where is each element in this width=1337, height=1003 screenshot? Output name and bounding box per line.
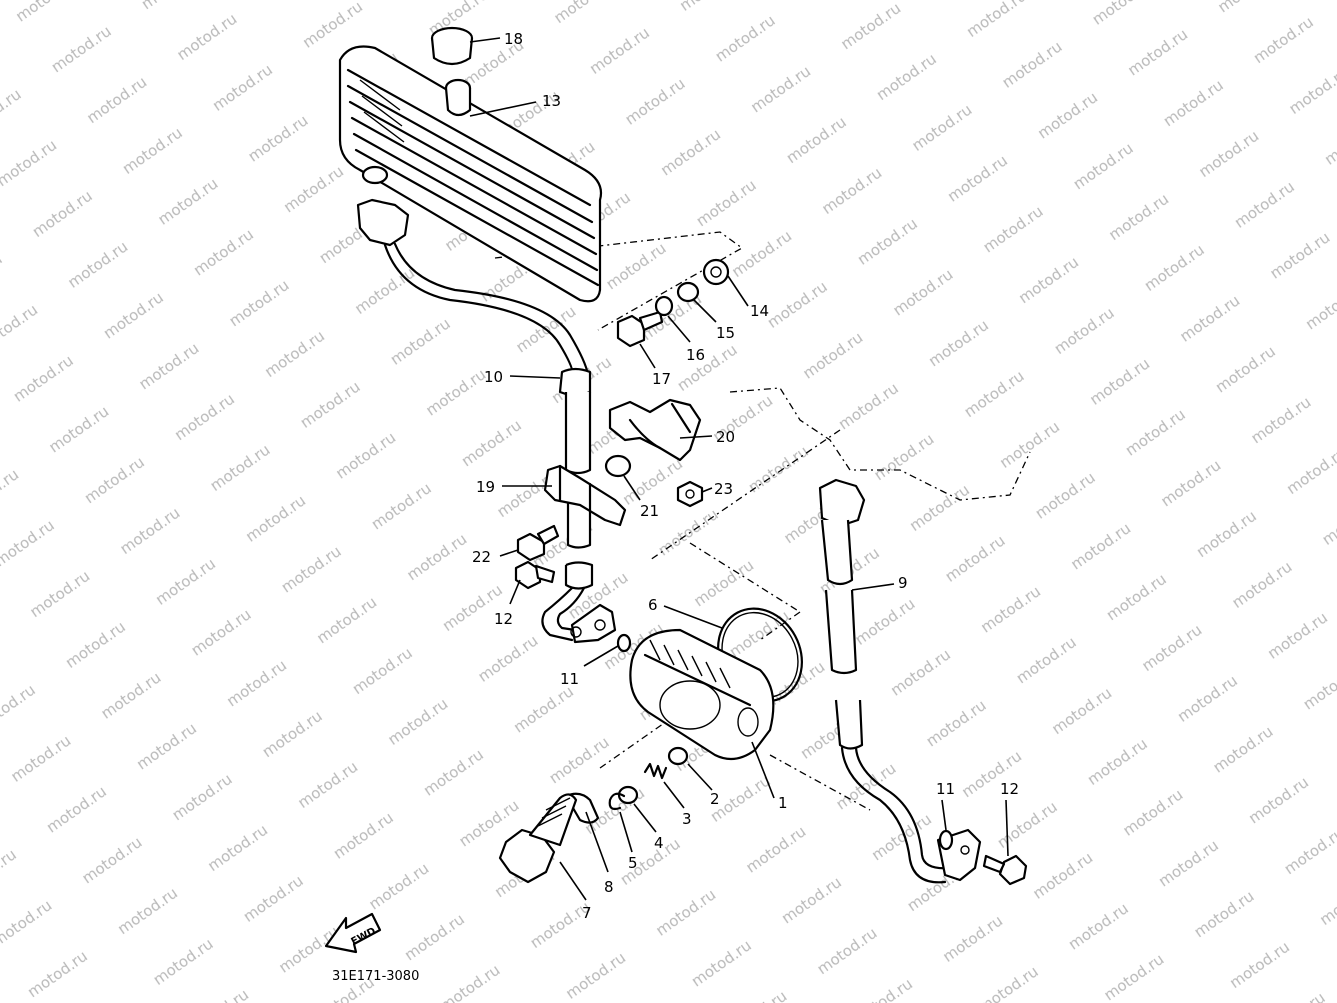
part-label-23: 23 [714, 480, 733, 498]
grommet [430, 26, 474, 66]
part-label-13: 13 [542, 92, 561, 110]
forward-arrow: FWD [324, 912, 382, 954]
part-label-2: 2 [710, 790, 720, 808]
washer-16 [654, 295, 674, 317]
part-label-22: 22 [472, 548, 491, 566]
bolt-12-right [982, 854, 1028, 886]
part-label-21: 21 [640, 502, 659, 520]
o-ring-11-left [616, 633, 632, 653]
part-label-4: 4 [654, 834, 664, 852]
part-label-12-left: 12 [494, 610, 513, 628]
part-label-17: 17 [652, 370, 671, 388]
part-label-3: 3 [682, 810, 692, 828]
leader-lines [469, 37, 1009, 901]
oil-hose-right [818, 478, 982, 884]
part-labels: 18 13 14 15 16 17 10 20 21 23 19 22 12 1… [472, 30, 1019, 922]
part-label-8: 8 [604, 878, 614, 896]
part-label-6: 6 [648, 596, 658, 614]
hex-nut [676, 480, 704, 508]
part-label-12-right: 12 [1000, 780, 1019, 798]
assembly-guide-lines [494, 231, 1031, 811]
collar [604, 454, 632, 478]
spacer-collar [676, 281, 700, 303]
part-label-10: 10 [484, 368, 503, 386]
part-label-20: 20 [716, 428, 735, 446]
part-label-15: 15 [716, 324, 735, 342]
part-label-7: 7 [582, 904, 592, 922]
part-label-5: 5 [628, 854, 638, 872]
bolt-17 [616, 310, 664, 348]
bolt-22 [516, 524, 560, 562]
circlip [608, 792, 626, 811]
pipe-clamp [543, 464, 627, 527]
rubber-damper [702, 258, 730, 286]
valve-plunger [667, 746, 689, 766]
union-bolt [498, 793, 578, 884]
valve-spring [643, 762, 668, 780]
part-label-14: 14 [750, 302, 769, 320]
cooler-adapter-housing [629, 628, 775, 761]
part-label-11-left: 11 [560, 670, 579, 688]
bolt-12-left [514, 560, 556, 590]
part-label-18: 18 [504, 30, 523, 48]
part-label-9: 9 [898, 574, 908, 592]
oil-cooler [338, 45, 603, 303]
o-ring-11-right [938, 829, 954, 851]
mount-bracket [608, 398, 702, 462]
part-label-1: 1 [778, 794, 788, 812]
drawing-code: 31E171-3080 [332, 969, 419, 984]
part-label-11-right: 11 [936, 780, 955, 798]
part-label-19: 19 [476, 478, 495, 496]
part-label-16: 16 [686, 346, 705, 364]
